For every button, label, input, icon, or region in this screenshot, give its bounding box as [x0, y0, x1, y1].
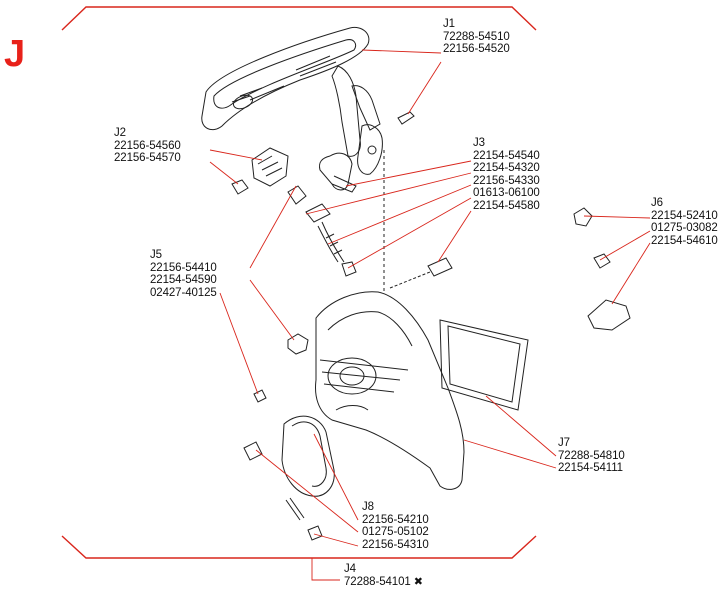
- part-number: 22156-54560: [114, 139, 181, 152]
- part-number: 72288-54101: [344, 575, 411, 588]
- group-id: J1: [443, 18, 455, 30]
- part-number-line: 72288-54101 ✖: [344, 574, 423, 589]
- leader-j2a: [209, 149, 263, 161]
- j5-parts-drawing: [253, 333, 309, 403]
- leader-j1b: [407, 61, 442, 115]
- group-id: J3: [473, 137, 485, 149]
- group-id: J5: [150, 249, 162, 261]
- leader-lines: [209, 49, 651, 581]
- leader-j6a: [583, 215, 651, 219]
- leader-j8b: [255, 449, 359, 533]
- part-number: 22156-54570: [114, 152, 181, 165]
- group-id: J2: [114, 127, 126, 139]
- part-number: 01275-05102: [362, 526, 429, 539]
- frame-bottom: [61, 535, 537, 559]
- group-id: J8: [362, 501, 374, 513]
- leader-j3a: [345, 160, 472, 187]
- part-number: 22156-54210: [362, 513, 429, 526]
- front-handle-drawing: [201, 26, 415, 193]
- leader-j2b: [209, 161, 239, 185]
- j8-parts-drawing: [243, 415, 335, 541]
- part-number: 22156-54330: [473, 174, 540, 187]
- group-id: J6: [651, 197, 663, 209]
- cross-icon: ✖: [413, 574, 423, 588]
- leader-j8a: [313, 433, 359, 521]
- part-number: 22154-54580: [473, 199, 540, 212]
- part-number: 22154-54610: [651, 234, 718, 247]
- j6-parts-drawing: [573, 207, 631, 331]
- leader-j6b: [599, 230, 651, 261]
- leader-j3b: [305, 172, 472, 215]
- leader-j1: [361, 49, 442, 54]
- group-id: J7: [558, 437, 570, 449]
- leader-j3c: [327, 184, 472, 245]
- group-id: J4: [344, 563, 356, 575]
- part-number: 22154-54540: [473, 149, 540, 162]
- section-letter: J: [4, 33, 26, 75]
- part-number: 22154-54111: [558, 462, 623, 475]
- group-j1: J1 72288-54510 22156-54520: [443, 18, 510, 56]
- leader-j5a: [249, 185, 297, 269]
- group-j4: J4 72288-54101 ✖: [344, 563, 423, 588]
- part-number: 22156-54310: [362, 538, 429, 551]
- part-number: 01613-06100: [473, 187, 540, 200]
- j3-parts-drawing: [287, 150, 453, 292]
- leader-j3e: [437, 210, 472, 263]
- group-j7: J7 72288-54810 22154-54111: [558, 437, 625, 475]
- part-number: 22154-54320: [473, 162, 540, 175]
- group-j3: J3 22154-54540 22154-54320 22156-54330 0…: [473, 137, 540, 213]
- leader-j5b: [249, 279, 295, 341]
- part-number: 02427-40125: [150, 286, 217, 299]
- leader-j7b: [463, 439, 557, 469]
- group-j8: J8 22156-54210 01275-05102 22156-54310: [362, 501, 429, 551]
- part-number: 22156-54410: [150, 261, 217, 274]
- frame-top: [61, 6, 537, 31]
- part-number: 22154-52410: [651, 209, 718, 222]
- group-j2: J2 22156-54560 22156-54570: [114, 127, 181, 165]
- leader-j7a: [485, 395, 557, 457]
- leader-j4: [311, 558, 340, 581]
- part-number: 72288-54510: [443, 30, 510, 43]
- leader-j6c: [611, 242, 651, 305]
- group-j6: J6 22154-52410 01275-03082 22154-54610: [651, 197, 718, 247]
- leader-j5c: [219, 292, 259, 395]
- clutch-cover-drawing: [315, 291, 529, 490]
- part-number: 72288-54810: [558, 449, 625, 462]
- part-number: 22154-54590: [150, 274, 217, 287]
- leader-j3d: [347, 197, 472, 269]
- leader-j8c: [313, 533, 359, 547]
- j2-parts-drawing: [231, 147, 289, 195]
- part-number: 22156-54520: [443, 43, 510, 56]
- part-number: 01275-03082: [651, 222, 718, 235]
- group-j5: J5 22156-54410 22154-54590 02427-40125: [150, 249, 217, 299]
